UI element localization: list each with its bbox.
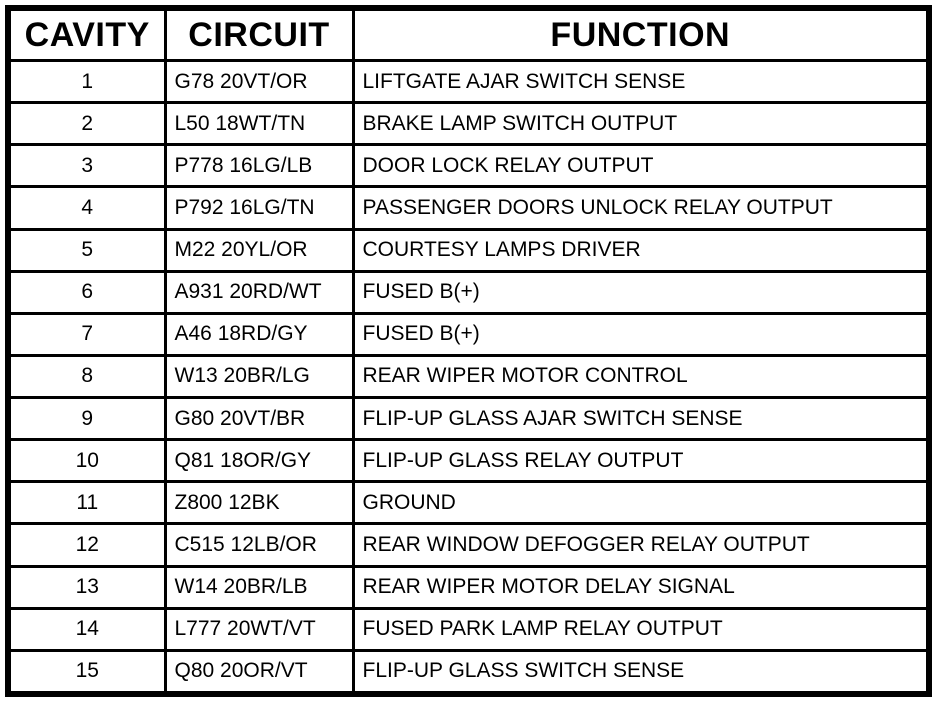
table-header-row: CAVITY CIRCUIT FUNCTION — [6, 6, 931, 62]
circuit-cell: G80 20VT/BR — [163, 395, 355, 442]
cavity-cell: 14 — [6, 606, 167, 652]
function-cell: FUSED PARK LAMP RELAY OUTPUT — [351, 606, 931, 652]
circuit-cell: A46 18RD/GY — [163, 311, 355, 357]
table-row: 4 P792 16LG/TN PASSENGER DOORS UNLOCK RE… — [6, 185, 931, 231]
circuit-cell: W13 20BR/LG — [163, 353, 355, 400]
cavity-cell: 10 — [6, 438, 167, 484]
cavity-cell: 12 — [6, 522, 167, 568]
function-cell: BRAKE LAMP SWITCH OUTPUT — [351, 101, 931, 147]
table-row: 12 C515 12LB/OR REAR WINDOW DEFOGGER REL… — [6, 522, 931, 568]
cavity-cell: 9 — [6, 395, 167, 442]
function-cell: FUSED B(+) — [351, 311, 931, 357]
circuit-cell: Q81 18OR/GY — [163, 438, 355, 484]
header-cavity: CAVITY — [6, 6, 167, 62]
function-cell: GROUND — [351, 480, 931, 526]
function-cell: DOOR LOCK RELAY OUTPUT — [351, 143, 931, 189]
function-cell: REAR WIPER MOTOR DELAY SIGNAL — [351, 564, 931, 610]
cavity-cell: 7 — [6, 311, 167, 357]
table-row: 6 A931 20RD/WT FUSED B(+) — [6, 269, 931, 315]
circuit-cell: Z800 12BK — [163, 480, 355, 526]
circuit-cell: P778 16LG/LB — [163, 143, 355, 189]
table-row: 1 G78 20VT/OR LIFTGATE AJAR SWITCH SENSE — [6, 58, 931, 105]
table-row: 10 Q81 18OR/GY FLIP-UP GLASS RELAY OUTPU… — [6, 438, 931, 484]
circuit-cell: W14 20BR/LB — [163, 564, 355, 610]
function-cell: LIFTGATE AJAR SWITCH SENSE — [351, 58, 931, 105]
table-row: 7 A46 18RD/GY FUSED B(+) — [6, 311, 931, 357]
header-circuit: CIRCUIT — [163, 6, 355, 62]
cavity-cell: 6 — [6, 269, 167, 315]
table-row: 3 P778 16LG/LB DOOR LOCK RELAY OUTPUT — [6, 143, 931, 189]
cavity-cell: 2 — [6, 101, 167, 147]
circuit-cell: P792 16LG/TN — [163, 185, 355, 231]
table-row: 14 L777 20WT/VT FUSED PARK LAMP RELAY OU… — [6, 606, 931, 652]
table-row: 2 L50 18WT/TN BRAKE LAMP SWITCH OUTPUT — [6, 101, 931, 147]
circuit-cell: G78 20VT/OR — [163, 58, 355, 105]
cavity-cell: 4 — [6, 185, 167, 231]
function-cell: FLIP-UP GLASS RELAY OUTPUT — [351, 438, 931, 484]
table-row: 15 Q80 20OR/VT FLIP-UP GLASS SWITCH SENS… — [6, 648, 931, 696]
function-cell: FLIP-UP GLASS SWITCH SENSE — [351, 648, 931, 696]
circuit-cell: L777 20WT/VT — [163, 606, 355, 652]
cavity-cell: 11 — [6, 480, 167, 526]
table-row: 13 W14 20BR/LB REAR WIPER MOTOR DELAY SI… — [6, 564, 931, 610]
table-row: 8 W13 20BR/LG REAR WIPER MOTOR CONTROL — [6, 353, 931, 400]
cavity-cell: 5 — [6, 227, 167, 273]
table-row: 5 M22 20YL/OR COURTESY LAMPS DRIVER — [6, 227, 931, 273]
circuit-cell: C515 12LB/OR — [163, 522, 355, 568]
header-function: FUNCTION — [351, 6, 931, 62]
function-cell: PASSENGER DOORS UNLOCK RELAY OUTPUT — [351, 185, 931, 231]
circuit-cell: M22 20YL/OR — [163, 227, 355, 273]
circuit-cell: L50 18WT/TN — [163, 101, 355, 147]
function-cell: COURTESY LAMPS DRIVER — [351, 227, 931, 273]
cavity-cell: 15 — [6, 648, 167, 696]
table-row: 9 G80 20VT/BR FLIP-UP GLASS AJAR SWITCH … — [6, 395, 931, 442]
function-cell: FLIP-UP GLASS AJAR SWITCH SENSE — [351, 395, 931, 442]
table-row: 11 Z800 12BK GROUND — [6, 480, 931, 526]
function-cell: REAR WINDOW DEFOGGER RELAY OUTPUT — [351, 522, 931, 568]
cavity-cell: 3 — [6, 143, 167, 189]
cavity-cell: 1 — [6, 58, 167, 105]
circuit-cell: A931 20RD/WT — [163, 269, 355, 315]
circuit-cell: Q80 20OR/VT — [163, 648, 355, 696]
function-cell: FUSED B(+) — [351, 269, 931, 315]
cavity-cell: 13 — [6, 564, 167, 610]
function-cell: REAR WIPER MOTOR CONTROL — [351, 353, 931, 400]
pinout-table: CAVITY CIRCUIT FUNCTION 1 G78 20VT/OR LI… — [5, 5, 932, 697]
cavity-cell: 8 — [6, 353, 167, 400]
